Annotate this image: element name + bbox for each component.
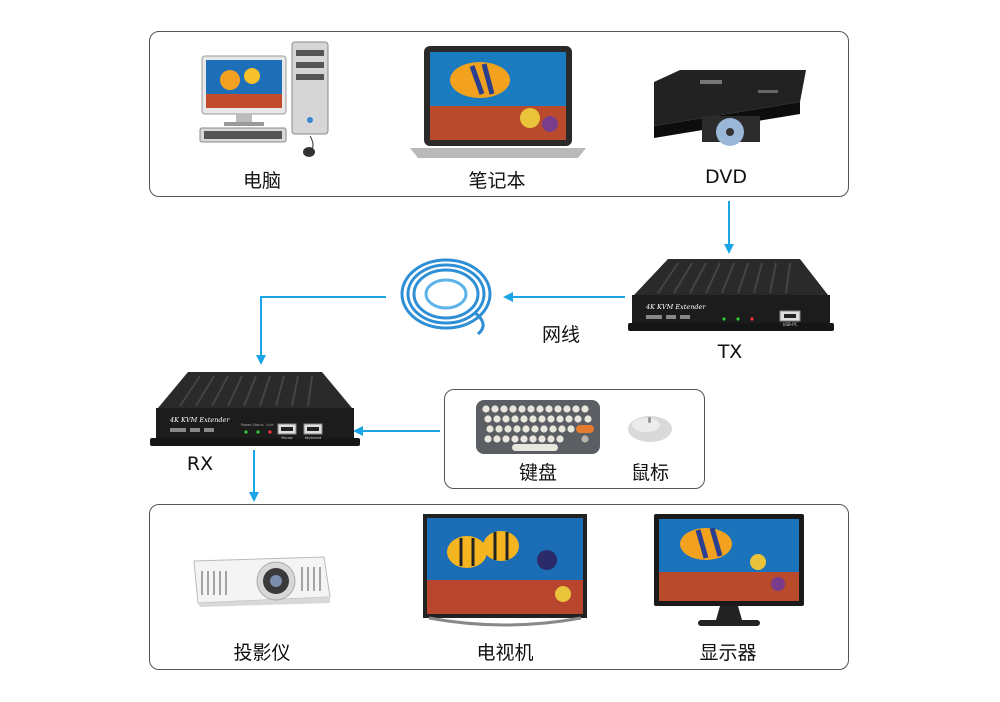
rx-indicator-1: Power bbox=[241, 423, 252, 427]
computer-label: 电脑 bbox=[242, 170, 282, 192]
rx-indicator-2: Status bbox=[252, 423, 263, 427]
rx-model-text: 4K KVM Extender bbox=[169, 416, 230, 424]
dvd-label: DVD bbox=[705, 166, 747, 188]
laptop-icon bbox=[410, 46, 586, 158]
monitor-icon bbox=[654, 514, 804, 626]
tx-label: TX bbox=[717, 341, 743, 363]
rx-label: RX bbox=[186, 453, 214, 475]
tx-model-text: 4K KVM Extender bbox=[645, 303, 706, 311]
monitor-label: 显示器 bbox=[699, 642, 757, 664]
desktop-computer-icon bbox=[199, 41, 329, 157]
rx-extender-device: 4K KVM Extender Power Status Link Mouse … bbox=[150, 372, 360, 446]
arrow-cable-to-rx bbox=[256, 296, 386, 365]
dvd-player-icon bbox=[654, 70, 806, 146]
projector-label: 投影仪 bbox=[233, 642, 291, 664]
laptop-label: 笔记本 bbox=[468, 170, 526, 192]
projector-icon bbox=[193, 556, 331, 607]
keyboard-icon bbox=[476, 400, 600, 454]
tv-label: 电视机 bbox=[476, 642, 534, 664]
network-cable-icon bbox=[400, 258, 492, 336]
mouse-label: 鼠标 bbox=[630, 462, 670, 484]
cable-label: 网线 bbox=[541, 324, 581, 346]
rx-indicator-3: Link bbox=[266, 423, 274, 427]
tv-icon bbox=[423, 514, 587, 627]
mouse-icon bbox=[628, 416, 672, 442]
rx-keyboard-port-label: Keyboard bbox=[305, 436, 321, 440]
tx-extender-device: 4K KVM Extender USB-PC bbox=[628, 259, 834, 331]
tx-usb-label: USB-PC bbox=[783, 322, 798, 327]
rx-mouse-port-label: Mouse bbox=[281, 436, 292, 440]
keyboard-label: 键盘 bbox=[518, 462, 558, 484]
